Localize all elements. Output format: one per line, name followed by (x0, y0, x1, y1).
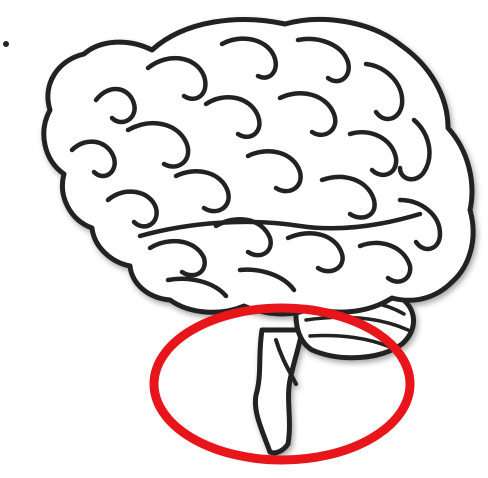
brain-illustration (0, 0, 488, 478)
brain-diagram (0, 0, 488, 478)
